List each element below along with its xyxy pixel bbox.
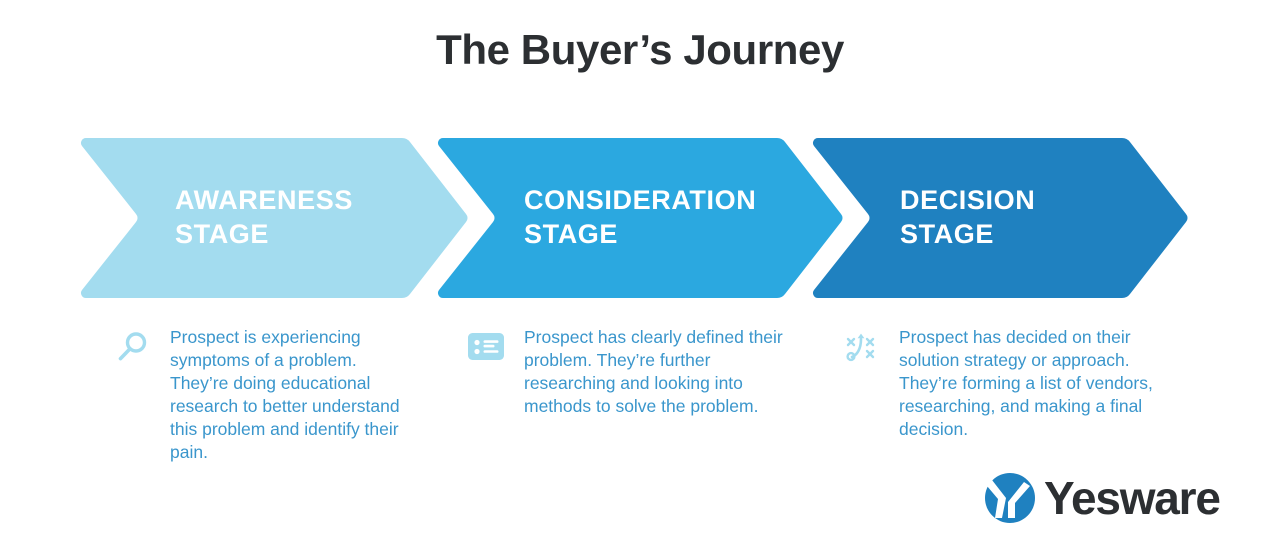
stage-chevron-band: AWARENESS STAGE CONSIDERATION STAGE DECI… [0, 136, 1280, 300]
stage-label-decision: DECISION STAGE [900, 185, 1036, 249]
stage-description-row: Prospect is experiencing symptoms of a p… [0, 326, 1280, 486]
stage-description-consideration: Prospect has clearly defined their probl… [466, 326, 796, 418]
stage-description-text-decision: Prospect has decided on their solution s… [899, 327, 1153, 440]
stage-label-awareness: AWARENESS STAGE [175, 185, 353, 249]
magnifying-glass-icon [112, 328, 152, 368]
yesware-logo-mark-icon [984, 472, 1036, 524]
yesware-wordmark: Yesware [1044, 472, 1221, 524]
stage-chevron-consideration[interactable]: CONSIDERATION STAGE [437, 136, 845, 300]
chevron-shape-decision [813, 138, 1188, 298]
stage-label-consideration: CONSIDERATION STAGE [524, 185, 757, 249]
chevron-shape-consideration [438, 138, 843, 298]
stage-description-text-awareness: Prospect is experiencing symptoms of a p… [170, 327, 400, 463]
stage-chevron-decision[interactable]: DECISION STAGE [812, 136, 1190, 300]
stage-description-text-consideration: Prospect has clearly defined their probl… [524, 327, 783, 417]
strategy-playbook-icon [841, 328, 881, 368]
bulleted-list-icon [466, 328, 506, 368]
chevron-shape-awareness [81, 138, 468, 298]
stage-description-decision: Prospect has decided on their solution s… [841, 326, 1171, 441]
page-title: The Buyer’s Journey [436, 26, 844, 73]
stage-chevron-awareness[interactable]: AWARENESS STAGE [80, 136, 470, 300]
stage-description-awareness: Prospect is experiencing symptoms of a p… [112, 326, 412, 465]
yesware-logo[interactable]: Yesware [984, 470, 1221, 526]
